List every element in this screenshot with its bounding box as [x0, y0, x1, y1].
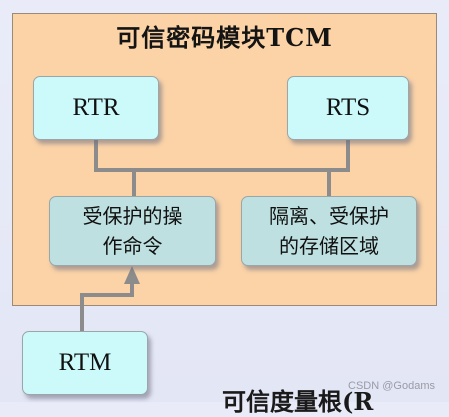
rts-label: RTS	[325, 94, 371, 121]
protected-operations-line-1: 受保护的操	[82, 204, 183, 228]
rtr-label: RTR	[72, 94, 120, 121]
protected-storage-box: 隔离、受保护 的存储区域	[241, 196, 417, 266]
protected-operations-box: 受保护的操 作命令	[49, 196, 216, 266]
protected-operations-line-2: 作命令	[102, 234, 163, 258]
watermark: CSDN @Godams	[348, 380, 435, 392]
protected-operations-label: 受保护的操 作命令	[73, 201, 193, 261]
connector-to-region	[327, 168, 331, 196]
rtm-box: RTM	[22, 331, 148, 395]
arrow-shaft-vertical	[80, 293, 84, 331]
connector-rts-down	[346, 140, 350, 170]
protected-storage-label: 隔离、受保护 的存储区域	[254, 201, 404, 261]
connector-horizontal	[94, 168, 350, 172]
module-title: 可信密码模块TCM	[116, 23, 333, 52]
arrow-shaft-up	[130, 282, 134, 297]
arrow-head-icon	[124, 266, 140, 284]
rtr-box: RTR	[33, 76, 159, 140]
protected-storage-line-2: 的存储区域	[279, 234, 379, 258]
rts-box: RTS	[287, 76, 409, 140]
connector-rtr-down	[94, 140, 98, 170]
connector-to-op	[132, 168, 136, 196]
arrow-shaft-horizontal	[80, 293, 134, 297]
protected-storage-line-1: 隔离、受保护	[269, 204, 389, 228]
rtm-label: RTM	[58, 349, 112, 376]
